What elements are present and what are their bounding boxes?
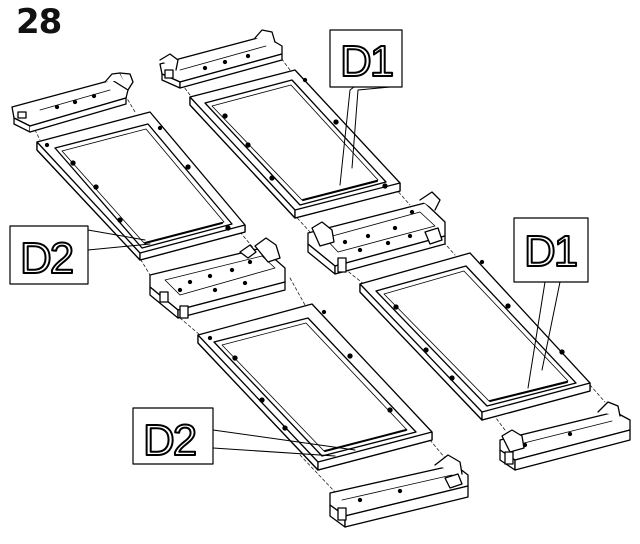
label-d2-left-text: D2 xyxy=(20,234,73,283)
top-bracket-left xyxy=(11,72,134,133)
label-d1-top: D1 xyxy=(329,29,403,186)
bottom-bracket-right xyxy=(499,401,631,471)
label-d2-left: D2 xyxy=(9,225,151,285)
bottom-bracket-left xyxy=(329,454,469,528)
middle-bracket-left xyxy=(149,237,286,319)
middle-bracket-right xyxy=(307,191,446,275)
label-d1-right-text: D1 xyxy=(524,227,577,276)
label-d2-bottom-text: D2 xyxy=(143,416,196,465)
frame-panel-d2-left xyxy=(36,111,246,261)
label-d1-right: D1 xyxy=(513,217,589,389)
frame-panel-d2-bottom xyxy=(197,303,433,471)
top-bracket-right xyxy=(159,29,283,89)
frame-panel-d1-top xyxy=(189,69,401,219)
label-d1-top-text: D1 xyxy=(340,37,393,86)
label-d2-bottom: D2 xyxy=(132,407,356,466)
frame-panel-d1-right xyxy=(359,252,591,421)
step-number: 28 xyxy=(16,2,62,42)
